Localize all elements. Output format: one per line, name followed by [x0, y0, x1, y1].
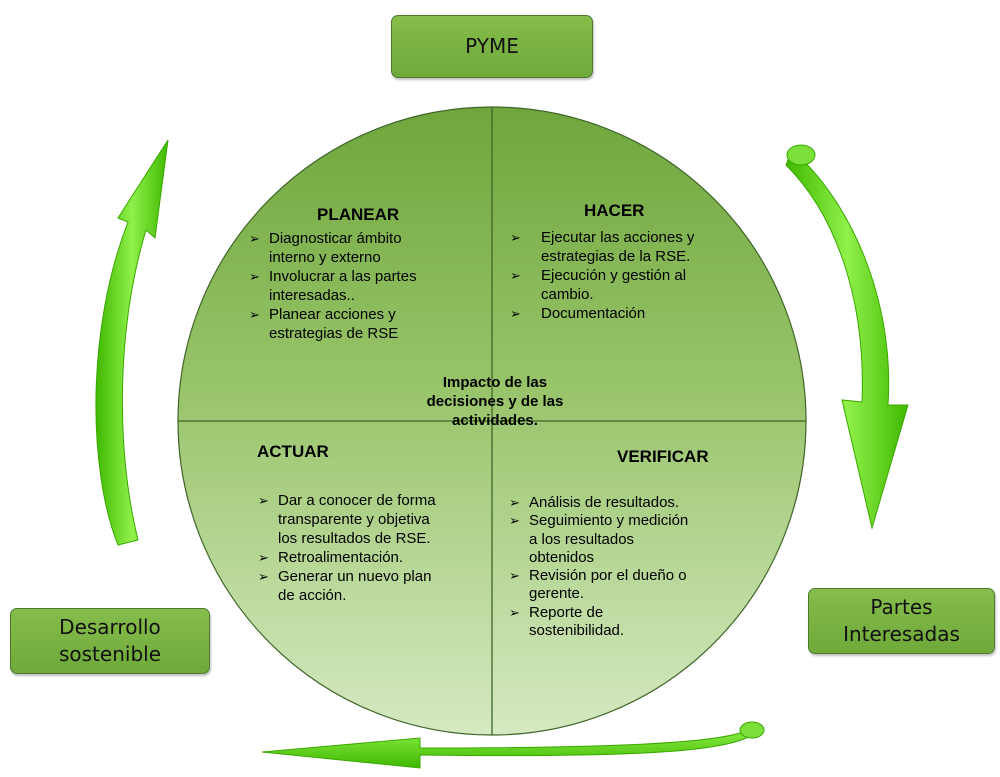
- verificar-title: VERIFICAR: [617, 447, 709, 466]
- arrowhead-bullet-icon: ➢: [249, 269, 260, 284]
- bottom-cycle-arrow: [261, 721, 765, 769]
- list-item: ➢Retroalimentación.: [258, 549, 404, 566]
- list-item: ➢Análisis de resultados.: [509, 494, 680, 511]
- arrowhead-bullet-icon: ➢: [258, 569, 269, 584]
- desarrollo-sostenible-box: Desarrollo sostenible: [10, 608, 210, 674]
- pyme-box: PYME: [391, 15, 593, 78]
- desarrollo-label-line2: sostenible: [58, 642, 161, 666]
- arrowhead-bullet-icon: ➢: [258, 550, 269, 565]
- list-item: ➢Documentación: [510, 305, 646, 322]
- arrowhead-bullet-icon: ➢: [258, 493, 269, 508]
- arrowhead-bullet-icon: ➢: [509, 604, 520, 620]
- arrowhead-bullet-icon: ➢: [249, 231, 260, 246]
- arrowhead-bullet-icon: ➢: [509, 568, 520, 584]
- left-cycle-arrow: [95, 139, 169, 546]
- arrowhead-bullet-icon: ➢: [510, 306, 521, 321]
- actuar-title: ACTUAR: [257, 442, 329, 461]
- partes-label-line2: Interesadas: [843, 622, 960, 646]
- planear-title: PLANEAR: [317, 205, 400, 224]
- verificar-list: ➢Análisis de resultados. ➢Seguimiento y …: [507, 494, 747, 640]
- center-impact-text: Impacto de las decisiones y de las activ…: [426, 374, 564, 429]
- pyme-label: PYME: [465, 34, 519, 58]
- partes-interesadas-box: Partes Interesadas: [808, 588, 995, 654]
- arrowhead-bullet-icon: ➢: [510, 268, 521, 283]
- arrowhead-bullet-icon: ➢: [510, 230, 521, 245]
- right-cycle-arrow: [785, 144, 909, 530]
- arrowhead-bullet-icon: ➢: [509, 495, 520, 510]
- arrowhead-bullet-icon: ➢: [509, 513, 520, 529]
- partes-label-line1: Partes: [870, 595, 933, 619]
- desarrollo-label-line1: Desarrollo: [59, 615, 161, 639]
- hacer-title: HACER: [584, 201, 645, 220]
- arrowhead-bullet-icon: ➢: [249, 307, 260, 322]
